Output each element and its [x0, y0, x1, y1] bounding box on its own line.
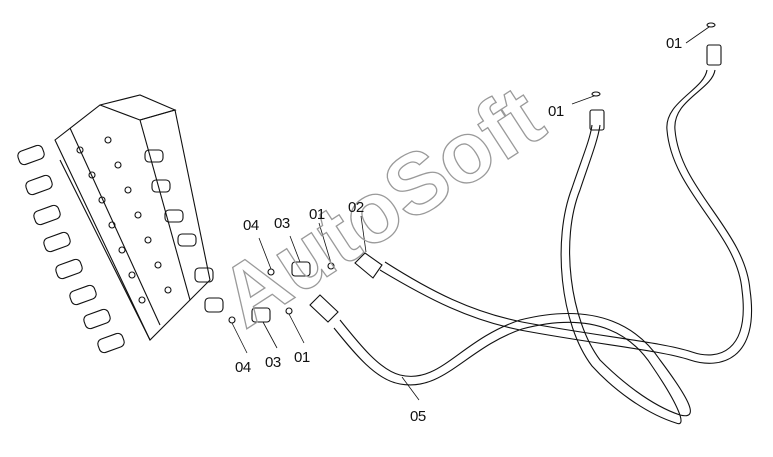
callout-03-upper: 03 [274, 215, 290, 232]
leader-lines [231, 26, 710, 401]
valve-bolt-holes [76, 136, 172, 304]
hydraulic-hoses [333, 22, 753, 425]
callout-02: 02 [348, 199, 364, 216]
hose-end-fittings [589, 22, 722, 131]
callout-03-lower: 03 [265, 354, 281, 371]
hose-lower [333, 124, 691, 425]
autosoft-watermark: AutoSoft [203, 68, 560, 346]
hose-upper [379, 69, 753, 364]
part-callouts: 01 01 04 03 01 02 04 03 01 05 [235, 35, 682, 425]
callout-01-top: 01 [666, 35, 682, 52]
callout-05: 05 [410, 408, 426, 425]
valve-right-fittings [144, 149, 224, 313]
valve-left-fittings [17, 144, 125, 354]
lower-fitting-assembly [228, 294, 339, 324]
callout-01-lower: 01 [294, 349, 310, 366]
callout-01-upper: 01 [309, 206, 325, 223]
callout-01-mid: 01 [548, 103, 564, 120]
callout-04-upper: 04 [243, 217, 259, 234]
control-valve-block [17, 94, 224, 354]
callout-04-lower: 04 [235, 359, 251, 376]
